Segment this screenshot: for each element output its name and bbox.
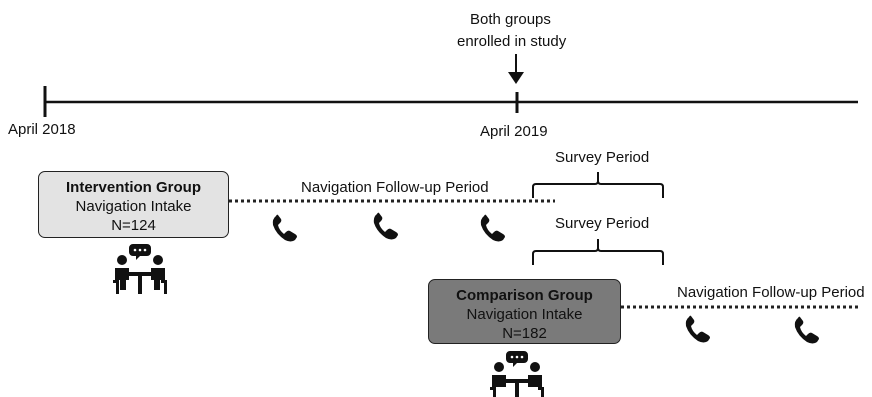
comparison-subtitle: Navigation Intake xyxy=(466,306,583,323)
intervention-n: N=124 xyxy=(111,217,156,234)
phone-icon xyxy=(272,214,297,242)
timeline-start-label: April 2018 xyxy=(8,121,76,138)
comparison-title: Comparison Group xyxy=(456,287,593,304)
followup-label-comparison: Navigation Follow-up Period xyxy=(677,284,865,301)
followup-label-intervention: Navigation Follow-up Period xyxy=(301,179,489,196)
annotation-line1: Both groups xyxy=(470,11,551,28)
phone-icon xyxy=(480,214,505,242)
brace-icon xyxy=(532,239,664,265)
intervention-title: Intervention Group xyxy=(66,179,201,196)
brace-icon xyxy=(532,172,664,198)
phone-icon xyxy=(373,212,398,240)
timeline-mid-label: April 2019 xyxy=(480,123,548,140)
meeting-icon xyxy=(113,244,167,294)
annotation-line2: enrolled in study xyxy=(457,33,567,50)
comparison-n: N=182 xyxy=(502,325,547,342)
survey-period-label-intervention: Survey Period xyxy=(555,149,650,166)
phone-icon xyxy=(685,315,710,343)
phone-icon xyxy=(794,316,819,344)
intervention-subtitle: Navigation Intake xyxy=(75,198,192,215)
intervention-group-box: Intervention Group Navigation Intake N=1… xyxy=(38,171,229,238)
arrow-down-icon xyxy=(508,54,524,84)
timeline xyxy=(43,86,858,117)
comparison-group-box: Comparison Group Navigation Intake N=182 xyxy=(428,279,621,344)
survey-period-label-comparison: Survey Period xyxy=(555,215,650,232)
meeting-icon xyxy=(490,351,544,397)
